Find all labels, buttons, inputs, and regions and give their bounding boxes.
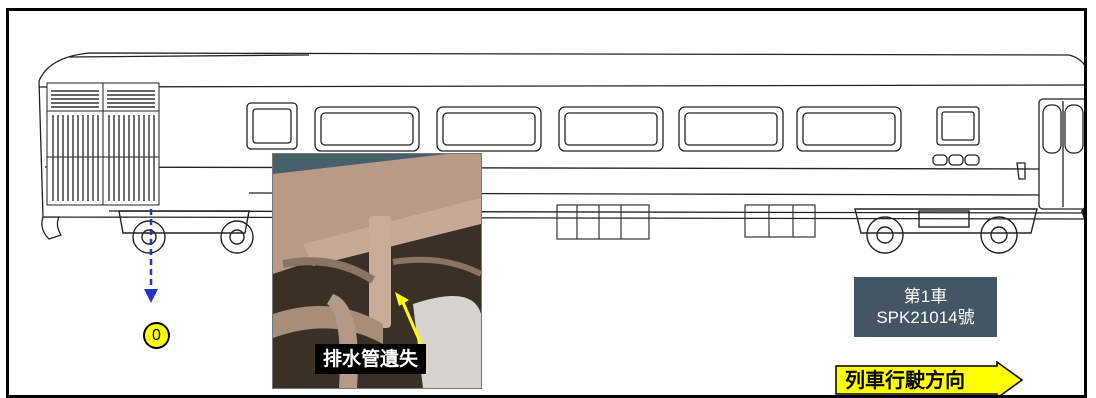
underframe-boxes — [556, 204, 816, 240]
coupler — [41, 216, 62, 240]
diagram-frame: 0 排水管遺失 第1車 SPK21014號 列車行駛方向 — [6, 8, 1087, 398]
side-windows — [246, 102, 980, 166]
dashed-down-arrow — [144, 209, 158, 303]
right-arrow-icon — [835, 361, 1024, 395]
roof-line — [38, 52, 1084, 82]
bogies — [118, 208, 1038, 254]
car-label-line1: 第1車 — [903, 287, 948, 306]
location-marker: 0 — [143, 322, 170, 349]
car-label-line2: SPK21014號 — [876, 308, 975, 327]
car-number-label: 第1車 SPK21014號 — [854, 277, 997, 337]
photo-label: 排水管遺失 — [315, 344, 427, 374]
travel-direction-label: 列車行駛方向 — [845, 368, 965, 392]
pointer-arrow — [395, 292, 423, 345]
train-car-drawing — [38, 52, 1084, 254]
underside-photo: 排水管遺失 — [272, 153, 482, 389]
end-door — [1016, 98, 1084, 210]
louver-door — [46, 82, 160, 206]
